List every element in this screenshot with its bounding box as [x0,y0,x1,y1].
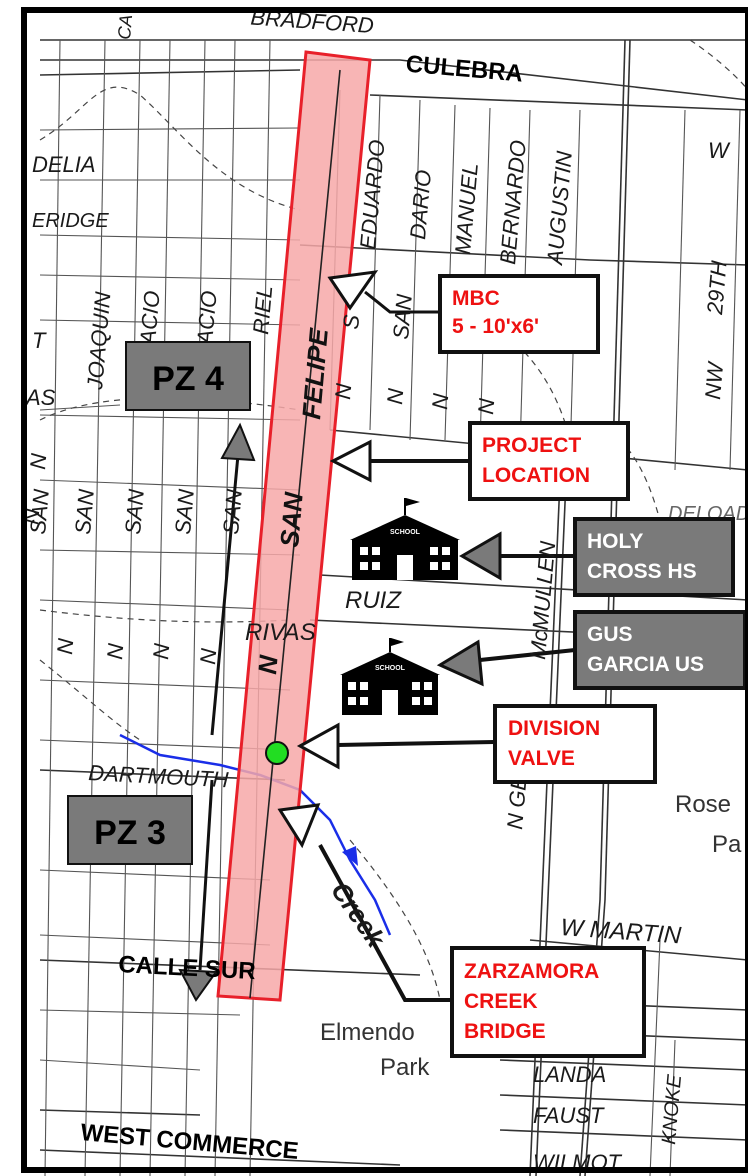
callout-project-line1: PROJECT [482,434,581,457]
street-label-n-5: N [52,637,78,655]
callout-division-valve: DIVISION VALVE [493,704,657,784]
callout-holy-line2: CROSS HS [587,560,697,583]
street-label-as-left: AS [24,385,56,410]
street-label-w-top: W [708,138,731,163]
callout-holy-cross: HOLY CROSS HS [573,517,735,597]
street-label-delia: DELIA [32,152,96,177]
street-label-ca: CA [114,14,136,41]
street-label-san-left-3: SAN [170,488,199,535]
street-label-n-2: N [382,387,408,405]
callout-project-location: PROJECT LOCATION [468,421,630,501]
place-label-rose: Rose [675,791,731,818]
map-border [21,7,748,1173]
callout-leaders [277,270,576,1002]
callout-zarzamora-line1: ZARZAMORA [464,960,599,983]
callout-mbc: MBC 5 - 10'x6' [438,274,600,354]
callout-holy-line1: HOLY [587,530,643,553]
callout-zarzamora-line3: BRIDGE [464,1020,546,1043]
callout-mbc-line2: 5 - 10'x6' [452,315,539,338]
callout-gus-line2: GARCIA US [587,653,704,676]
callout-gus-garcia: GUS GARCIA US [573,610,747,690]
school-icon-holy-cross: SCHOOL [350,498,460,580]
street-label-n-4: N [473,397,499,415]
project-corridor [216,50,372,1002]
street-label-acio-1: ACIO [135,290,165,348]
street-label-nw: NW [700,360,728,401]
callout-mbc-line1: MBC [452,287,500,310]
school-label-gus-garcia: SCHOOL [375,665,406,672]
street-label-n-3: N [427,392,453,410]
street-label-san-upper-1: SAN [388,293,417,340]
street-label-san-left-2: SAN [120,488,149,535]
school-label-holy-cross: SCHOOL [390,529,421,536]
place-label-pa: Pa [712,831,742,858]
street-label-29th: 29TH [702,260,732,317]
callout-division-line2: VALVE [508,747,575,770]
street-label-dario: DARIO [405,169,436,241]
street-label-n-1: N [330,382,356,400]
street-label-san-left-5: SAN [25,488,54,535]
pressure-zone-pz3: PZ 3 [67,795,193,865]
place-label-elmendorf: Elmendo [320,1019,415,1046]
pressure-zone-pz4: PZ 4 [125,341,251,411]
street-label-n-6: N [102,642,128,660]
street-label-n-7: N [148,642,174,660]
pz4-label: PZ 4 [152,360,224,398]
street-label-san-left-4: SAN [218,488,247,535]
street-label-faust: FAUST [533,1103,605,1128]
street-label-landa: LANDA [533,1062,606,1087]
callout-division-line1: DIVISION [508,717,600,740]
street-label-n-9: N [25,452,51,470]
street-label-n-8: N [195,647,221,665]
place-label-park: Park [380,1054,430,1081]
pressure-zone-arrow [178,422,256,1002]
pz3-label: PZ 3 [94,814,166,852]
callout-gus-line1: GUS [587,623,633,646]
street-label-rivas: RIVAS [245,619,316,646]
callout-project-line2: LOCATION [482,464,590,487]
corridor-label-san: SAN [274,490,309,549]
division-valve-marker [265,741,289,765]
corridor-label-n: N [252,653,284,676]
street-label-t-left: T [32,328,47,353]
callout-zarzamora-line2: CREEK [464,990,538,1013]
street-label-riel: RIEL [248,285,277,336]
street-label-san-left-1: SAN [70,488,99,535]
school-icon-gus-garcia: SCHOOL [340,638,440,715]
street-label-acio-2: ACIO [192,290,222,348]
street-label-n-san-s: S [338,313,364,330]
callout-zarzamora-creek-bridge: ZARZAMORA CREEK BRIDGE [450,946,646,1058]
street-label-eridge: ERIDGE [32,210,109,232]
street-label-ruiz: RUIZ [345,587,402,614]
